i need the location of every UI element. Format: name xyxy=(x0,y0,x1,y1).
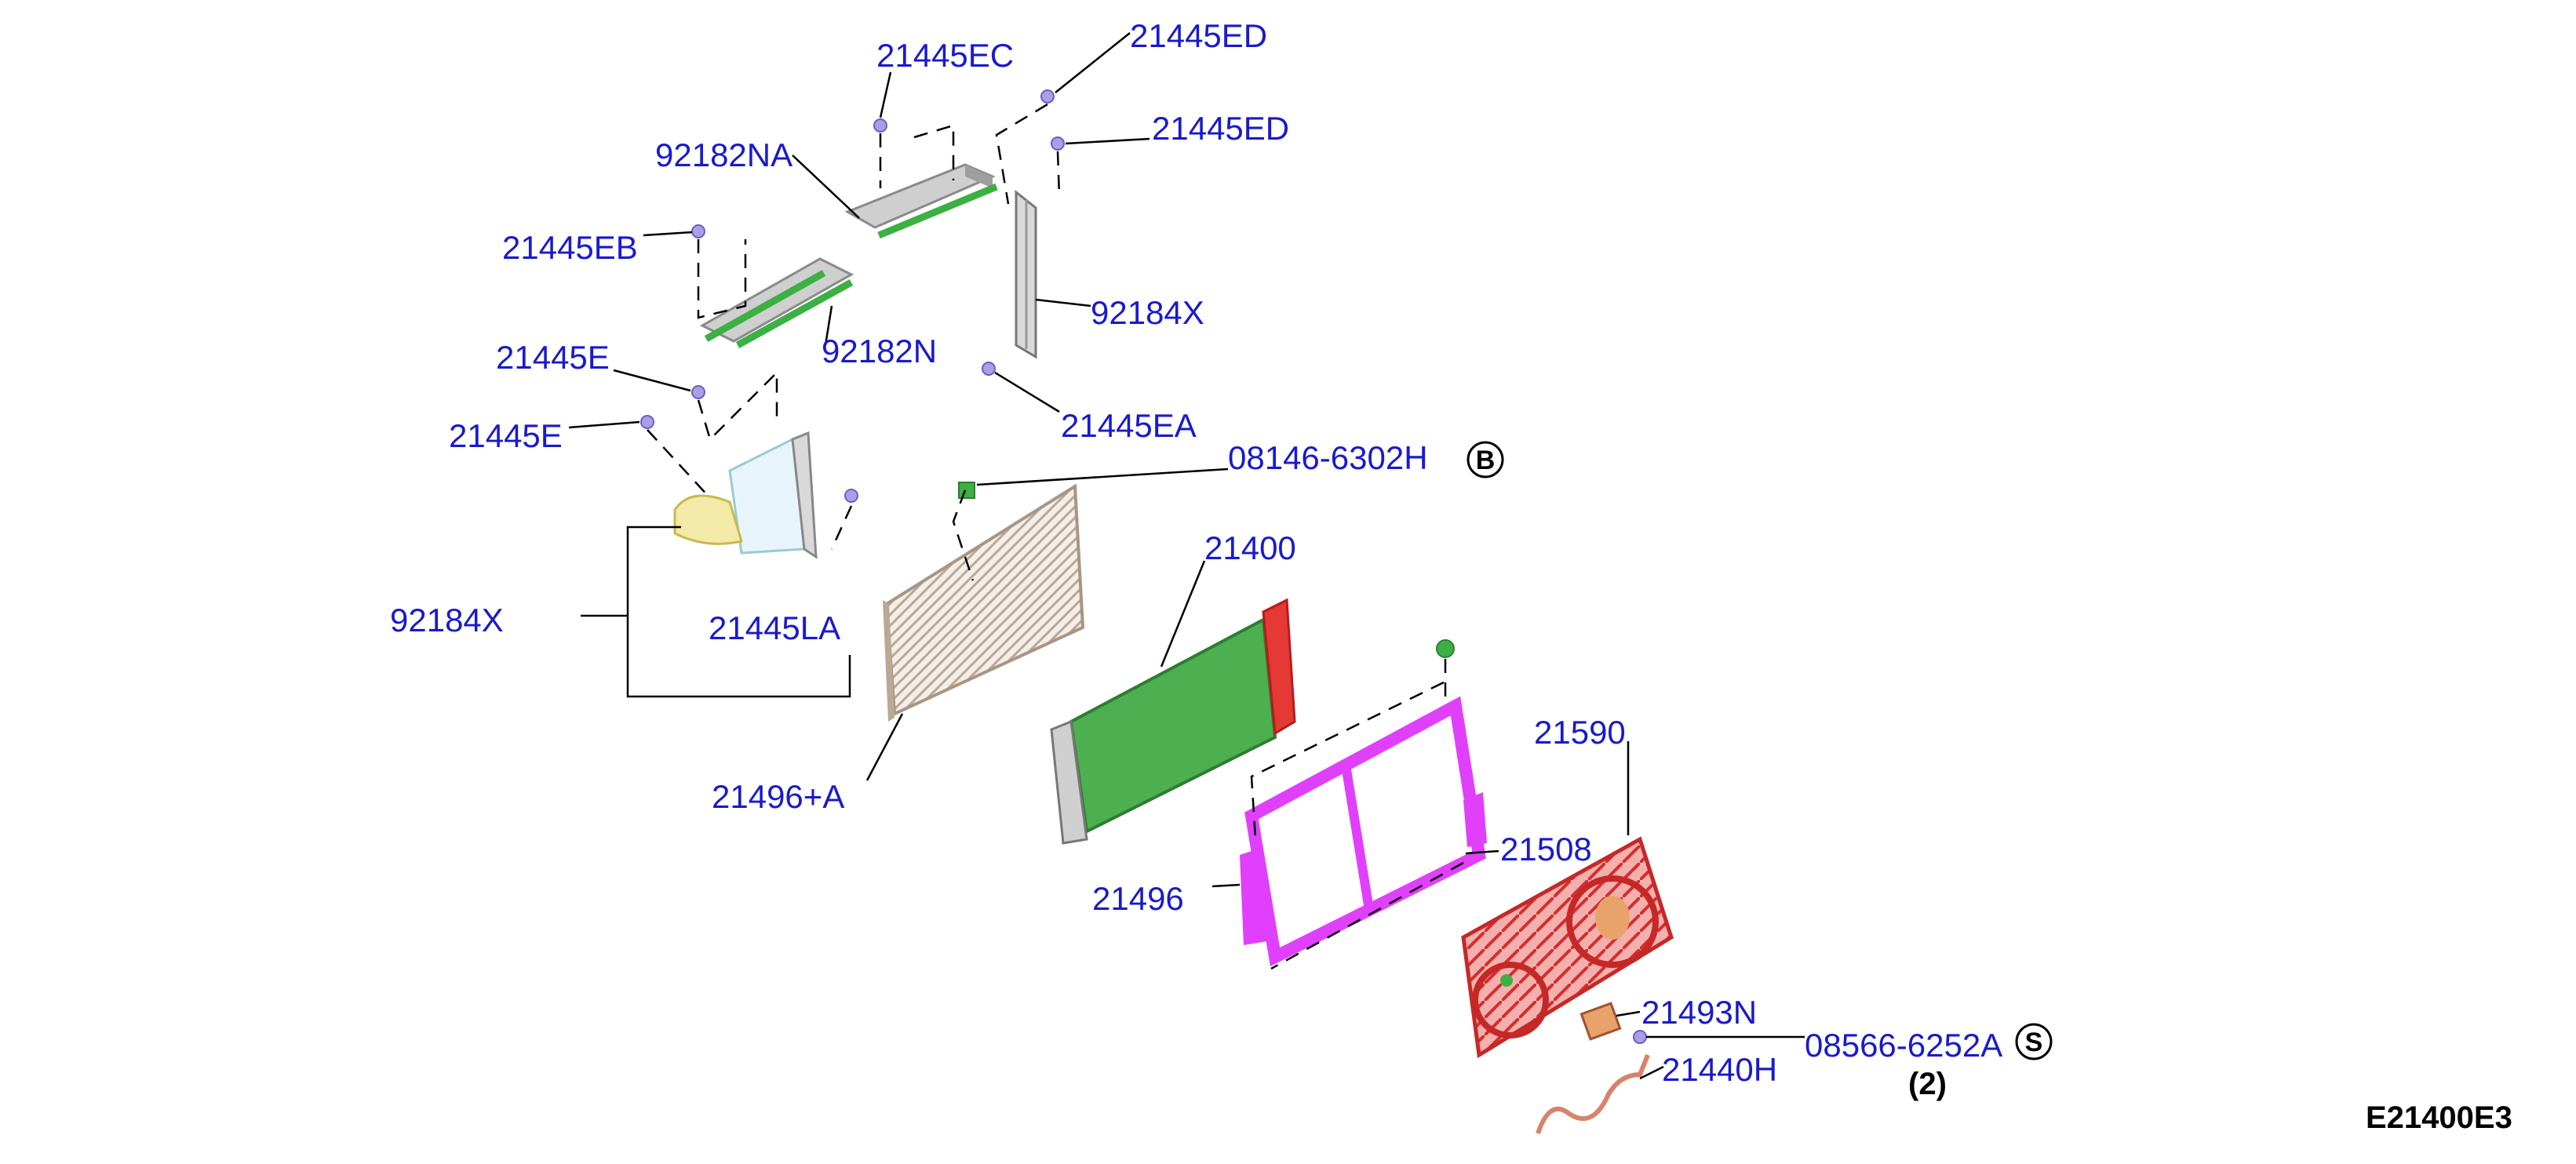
label-92182n: 92182N xyxy=(822,333,937,369)
label-92184x: 92184X xyxy=(1091,294,1204,331)
label-21445e-lower: 21445E xyxy=(449,417,563,454)
label-21508: 21508 xyxy=(1500,831,1592,868)
fan-harness-shape xyxy=(1536,1053,1650,1134)
symbol-b-marker: B xyxy=(1467,441,1504,478)
bracket-92182na-shape xyxy=(844,163,998,239)
label-08146-6302h: 08146-6302H xyxy=(1228,439,1428,476)
clip-21445e-lower-icon xyxy=(640,415,654,429)
symbol-s-text: S xyxy=(2025,1028,2043,1057)
clip-08146-icon xyxy=(958,482,975,499)
symbol-s-marker: S xyxy=(2015,1023,2053,1060)
bracket-92182n-shape xyxy=(699,257,854,348)
clip-21445la-icon xyxy=(844,489,858,503)
side-seal-plate-shape xyxy=(673,431,818,559)
label-92182na: 92182NA xyxy=(655,136,792,173)
clip-08566-icon xyxy=(1633,1030,1647,1044)
label-21496: 21496 xyxy=(1092,880,1184,917)
fan-shroud-shape xyxy=(1240,696,1487,966)
clip-21445ed-mid-icon xyxy=(1051,136,1065,151)
clip-21445ec-icon xyxy=(873,118,887,133)
dashed-assembly-lines xyxy=(647,103,1464,970)
label-08566-6252a: 08566-6252A xyxy=(1805,1027,2002,1064)
clip-icons xyxy=(640,89,1647,1044)
label-21445e-upper: 21445E xyxy=(496,339,610,376)
mesh-guard-shape xyxy=(883,483,1085,722)
label-21445ec: 21445EC xyxy=(876,37,1014,74)
clip-21445ea-icon xyxy=(982,362,996,376)
clip-21445eb-icon xyxy=(691,224,705,238)
side-bar-92184x-shape xyxy=(1015,189,1037,359)
symbol-b-text: B xyxy=(1476,446,1496,475)
clip-21445e-upper-icon xyxy=(691,385,705,399)
label-21440h: 21440H xyxy=(1662,1051,1777,1088)
label-21493n: 21493N xyxy=(1641,994,1757,1031)
clip-21445ed-top-icon xyxy=(1040,89,1055,104)
label-21496a: 21496+A xyxy=(712,778,844,815)
condenser-shape xyxy=(1050,598,1296,845)
clip-21590f-icon xyxy=(1436,639,1455,658)
label-92184x-lower: 92184X xyxy=(390,602,504,638)
quantity-note: (2) xyxy=(1908,1067,1947,1101)
label-21400: 21400 xyxy=(1204,529,1296,566)
label-21445eb: 21445EB xyxy=(502,229,638,266)
resistor-21493n-shape xyxy=(1579,1002,1622,1041)
figure-id: E21400E3 xyxy=(2366,1100,2512,1135)
label-21590: 21590 xyxy=(1534,714,1626,751)
leader-lines xyxy=(568,32,1805,1080)
label-21445ed-top: 21445ED xyxy=(1130,17,1267,54)
label-21445ed-mid: 21445ED xyxy=(1152,110,1289,147)
label-21445la: 21445LA xyxy=(709,609,840,646)
label-21445ea: 21445EA xyxy=(1061,407,1197,444)
fan-assembly-shape xyxy=(1461,836,1674,1059)
